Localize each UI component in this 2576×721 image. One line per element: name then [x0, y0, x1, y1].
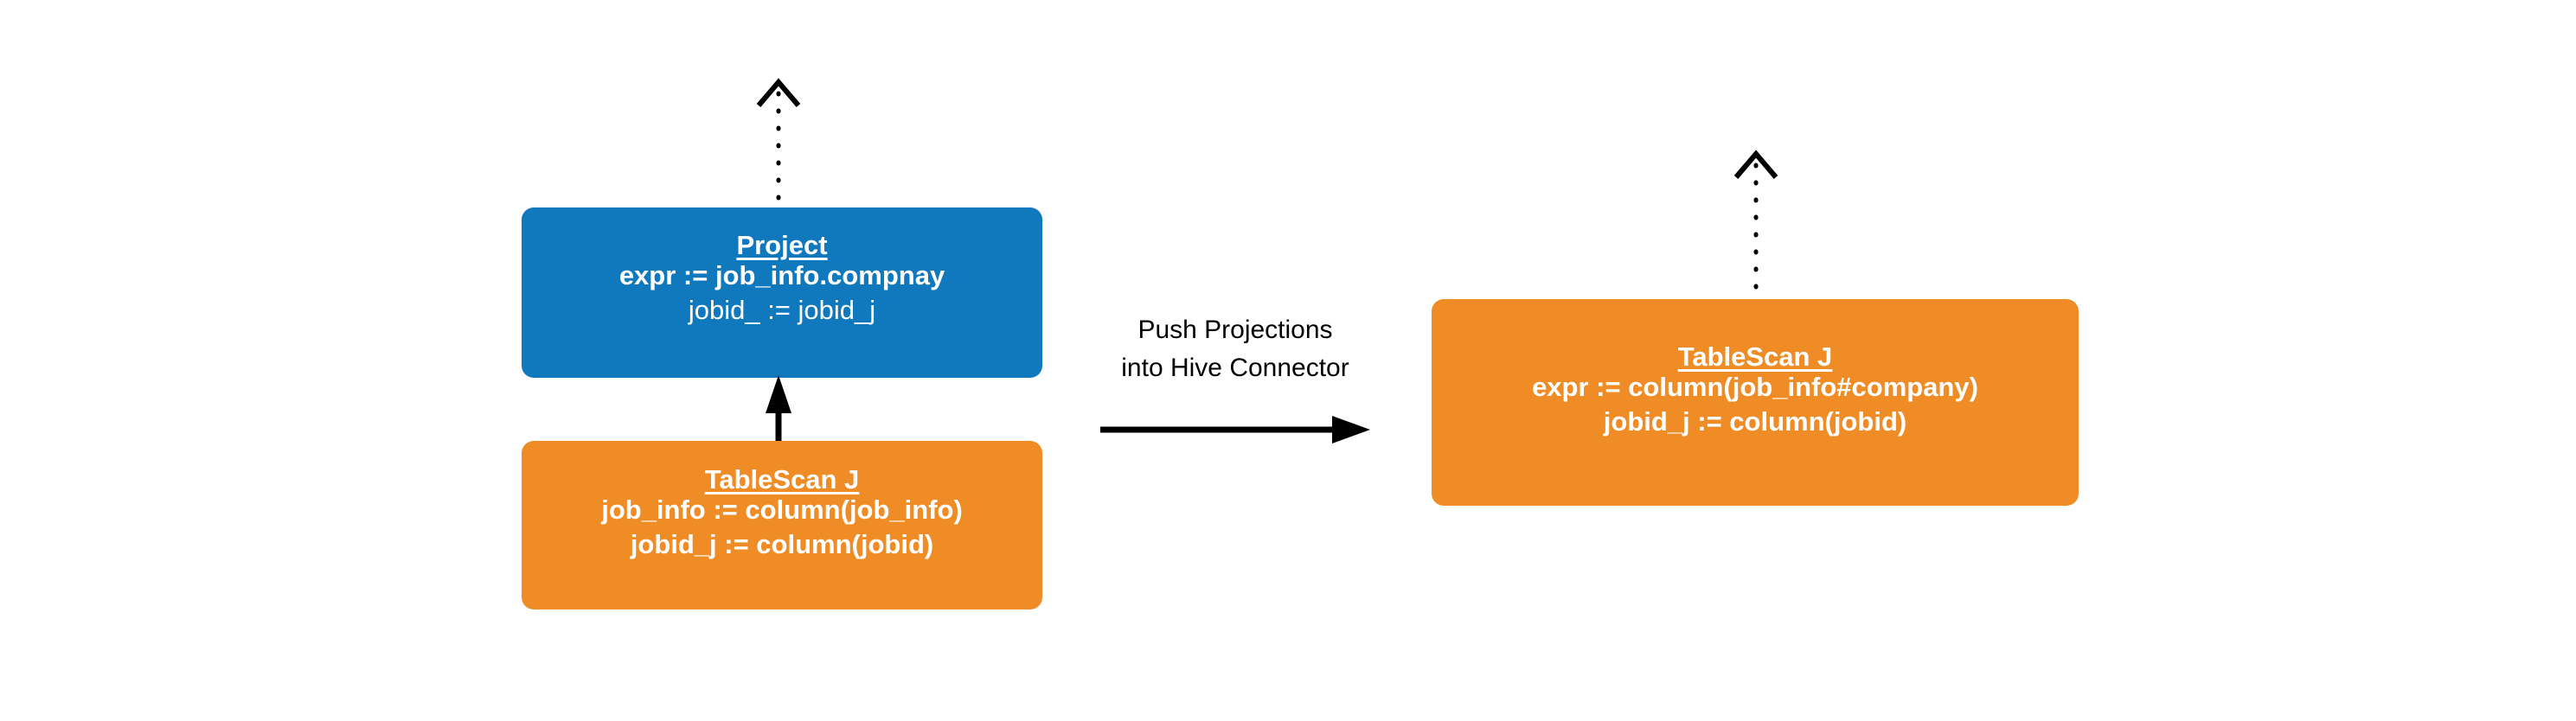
plan-node-tablescan-left-line-1: job_info := column(job_info): [601, 494, 963, 525]
plan-node-tablescan-left[interactable]: TableScan J job_info := column(job_info)…: [522, 441, 1042, 609]
transform-label-line-2: into Hive Connector: [1121, 353, 1349, 382]
plan-node-tablescan-right-title: TableScan J: [1677, 341, 1833, 372]
plan-node-tablescan-right[interactable]: TableScan J expr := column(job_info#comp…: [1432, 299, 2079, 506]
plan-node-project-line-2: jobid_ := jobid_j: [688, 295, 876, 326]
dotted-edge-tablescan-right-root-icon: [1733, 150, 1778, 308]
plan-node-tablescan-right-line-2: jobid_j := column(jobid): [1603, 406, 1907, 437]
transform-arrow-icon: [1100, 416, 1370, 443]
transform-label: Push Projections into Hive Connector: [1045, 311, 1426, 387]
plan-node-tablescan-left-title: TableScan J: [704, 464, 860, 494]
plan-node-project-title: Project: [736, 230, 828, 260]
plan-node-tablescan-right-line-1: expr := column(job_info#company): [1532, 372, 1978, 402]
dotted-edge-project-root-icon: [756, 78, 801, 223]
plan-node-project[interactable]: Project expr := job_info.compnay jobid_ …: [522, 207, 1042, 378]
plan-node-tablescan-left-line-2: jobid_j := column(jobid): [630, 529, 934, 560]
solid-edge-tablescan-to-project-icon: [766, 375, 791, 444]
plan-node-project-line-1: expr := job_info.compnay: [618, 260, 945, 290]
transform-label-line-1: Push Projections: [1137, 316, 1333, 344]
